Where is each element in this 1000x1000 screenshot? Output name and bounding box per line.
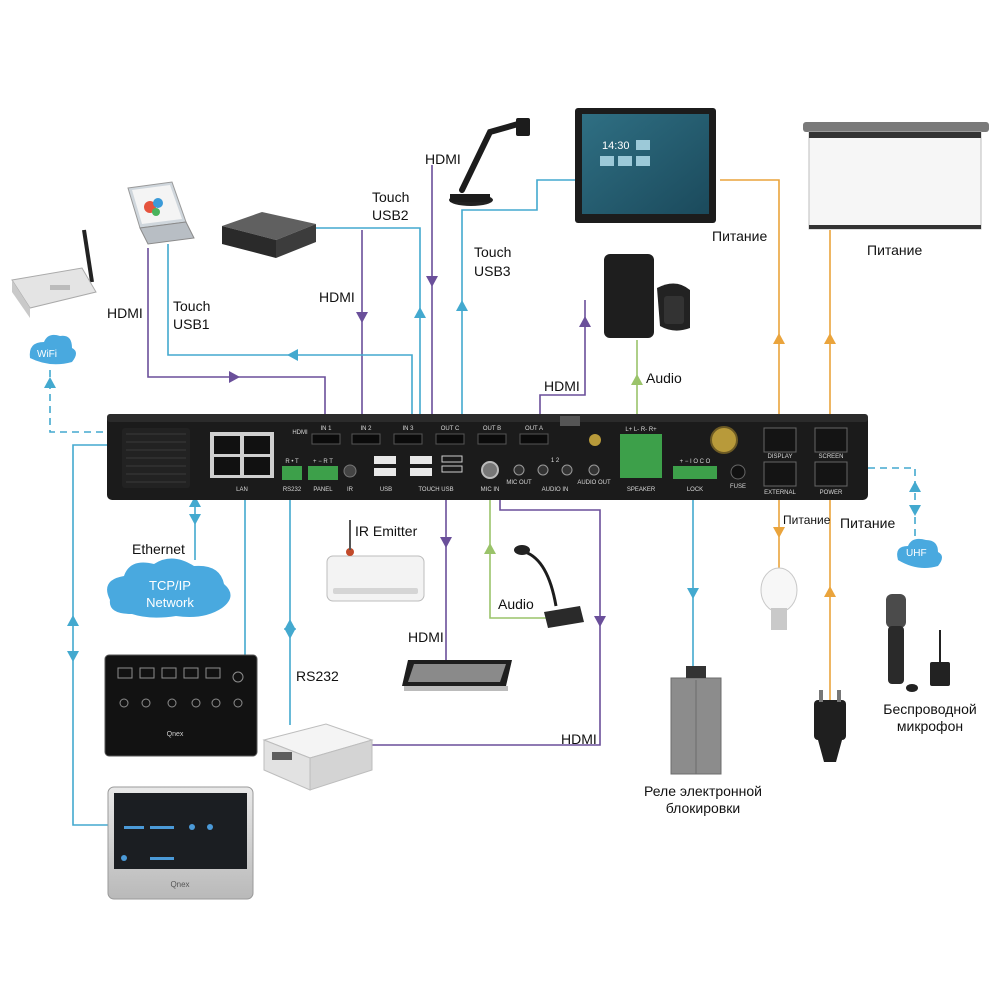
line-hdmi-display (539, 300, 586, 420)
label-power-display: Питание (712, 228, 768, 244)
port-label-mic-out: MIC OUT (506, 480, 532, 486)
relay-lock-image (670, 666, 722, 775)
label-touch-usb2-b: USB2 (372, 207, 409, 223)
port-label-audio-in: AUDIO IN (542, 487, 569, 493)
port-label-fuse: FUSE (730, 484, 746, 490)
speaker-image (604, 254, 690, 338)
port-label-touch-usb: TOUCH USB (418, 487, 453, 493)
port-label-external: EXTERNAL (764, 490, 796, 496)
label-power-screen: Питание (867, 242, 923, 258)
bnc-connector (710, 426, 738, 454)
lock-terminal (673, 466, 717, 479)
label-power-plug: Питание (840, 515, 896, 531)
label-audio-speaker: Audio (646, 370, 682, 386)
document-camera-image (449, 118, 530, 206)
label-wifi: WiFi (37, 349, 57, 360)
speaker-terminal (620, 434, 662, 478)
uhf-cloud-icon (897, 538, 942, 568)
label-network: TCP/IP Network (146, 578, 194, 610)
line-wifi (49, 370, 108, 433)
label-touch-usb3-b: USB3 (474, 263, 511, 279)
label-hdmi-display: HDMI (544, 378, 580, 394)
panel-brand-black: Qnex (167, 731, 184, 738)
port-label-lock: LOCK (687, 487, 703, 493)
panel-terminal (308, 466, 338, 480)
port-label-speaker-pins: L+ L- R- R+ (625, 427, 657, 433)
port-label-rs232: RS232 (283, 487, 302, 493)
label-power-lamp: Питание (783, 513, 831, 527)
line-touch-usb3 (461, 179, 580, 460)
port-label-audio-out: AUDIO OUT (577, 480, 611, 486)
port-label-screen: SCREEN (818, 454, 843, 460)
interactive-display-image: 14:30 (575, 108, 716, 223)
label-wireless-mic: Беспроводной микрофон (883, 701, 977, 734)
line-hdmi-laptop (147, 248, 326, 420)
power-plug-image (814, 690, 846, 762)
port-label-display: DISPLAY (768, 454, 793, 460)
port-label-outc: OUT C (441, 426, 460, 432)
label-hdmi-box: HDMI (319, 289, 355, 305)
laptop-image (127, 181, 195, 245)
port-label-in3: IN 3 (402, 426, 414, 432)
port-label-panel: PANEL (313, 487, 333, 493)
port-label-usb: USB (380, 487, 392, 493)
port-label-audio-ch: 1 2 (551, 458, 560, 464)
projector-image (262, 723, 374, 791)
panel-brand-silver: Qnex (170, 880, 189, 889)
port-label-lock-pins: + − I O C O (680, 459, 711, 465)
display-clock: 14:30 (602, 140, 630, 152)
label-hdmi-monitor: HDMI (408, 629, 444, 645)
port-label-mic-in: MIC IN (481, 487, 500, 493)
network-cloud-icon (107, 558, 231, 618)
port-label-lan: LAN (236, 487, 248, 493)
air-conditioner-image (326, 520, 425, 602)
label-relay: Реле электронной блокировки (643, 783, 762, 816)
label-touch-usb1-b: USB1 (173, 316, 210, 332)
connection-arrows (44, 276, 921, 662)
wifi-router-image (11, 229, 97, 318)
ir-jack (343, 464, 357, 478)
projection-screen-image (803, 122, 989, 230)
touch-panel-silver-image: Qnex (107, 786, 254, 900)
port-label-panel-pins: + − R T (313, 459, 333, 465)
lamp-image (760, 567, 798, 630)
central-controller: HDMI IN 1 IN 2 IN 3 OUT C OUT B OUT A LA… (107, 414, 868, 500)
rs232-terminal (282, 466, 302, 480)
line-power-display (720, 179, 780, 428)
control-panel-black-image: Qnex (104, 654, 258, 757)
line-panel-silver (72, 444, 232, 826)
label-touch-usb1-a: Touch (173, 298, 211, 314)
line-hdmi-projector (370, 470, 601, 746)
port-label-in2: IN 2 (360, 426, 372, 432)
monitor-image (402, 660, 512, 691)
label-audio-mic: Audio (498, 596, 534, 612)
line-touch-usb2 (312, 227, 421, 460)
label-uhf: UHF (906, 548, 927, 559)
port-label-outb: OUT B (483, 426, 501, 432)
label-touch-usb3-a: Touch (474, 244, 512, 260)
usb-ports (374, 455, 463, 476)
port-label-rs232-pins: R • T (285, 459, 299, 465)
wireless-microphone-image (886, 594, 950, 692)
mini-pc-image (222, 212, 316, 258)
port-label-outa: OUT A (525, 426, 543, 432)
label-ir-emitter: IR Emitter (355, 523, 418, 539)
port-label-speaker: SPEAKER (627, 487, 656, 493)
label-rs232: RS232 (296, 668, 339, 684)
gooseneck-mic-image (514, 545, 584, 628)
label-touch-usb2-a: Touch (372, 189, 410, 205)
label-hdmi-projector: HDMI (561, 731, 597, 747)
port-label-hdmi: HDMI (292, 430, 308, 436)
port-label-in1: IN 1 (320, 426, 332, 432)
line-audio-mic (489, 480, 552, 619)
label-ethernet: Ethernet (132, 541, 185, 557)
port-label-power: POWER (820, 490, 843, 496)
label-hdmi-laptop: HDMI (107, 305, 143, 321)
wifi-cloud-icon (29, 334, 76, 365)
label-hdmi-camera: HDMI (425, 151, 461, 167)
line-uhf (868, 467, 916, 545)
port-label-ir: IR (347, 487, 354, 493)
lan-port-block (210, 432, 274, 478)
